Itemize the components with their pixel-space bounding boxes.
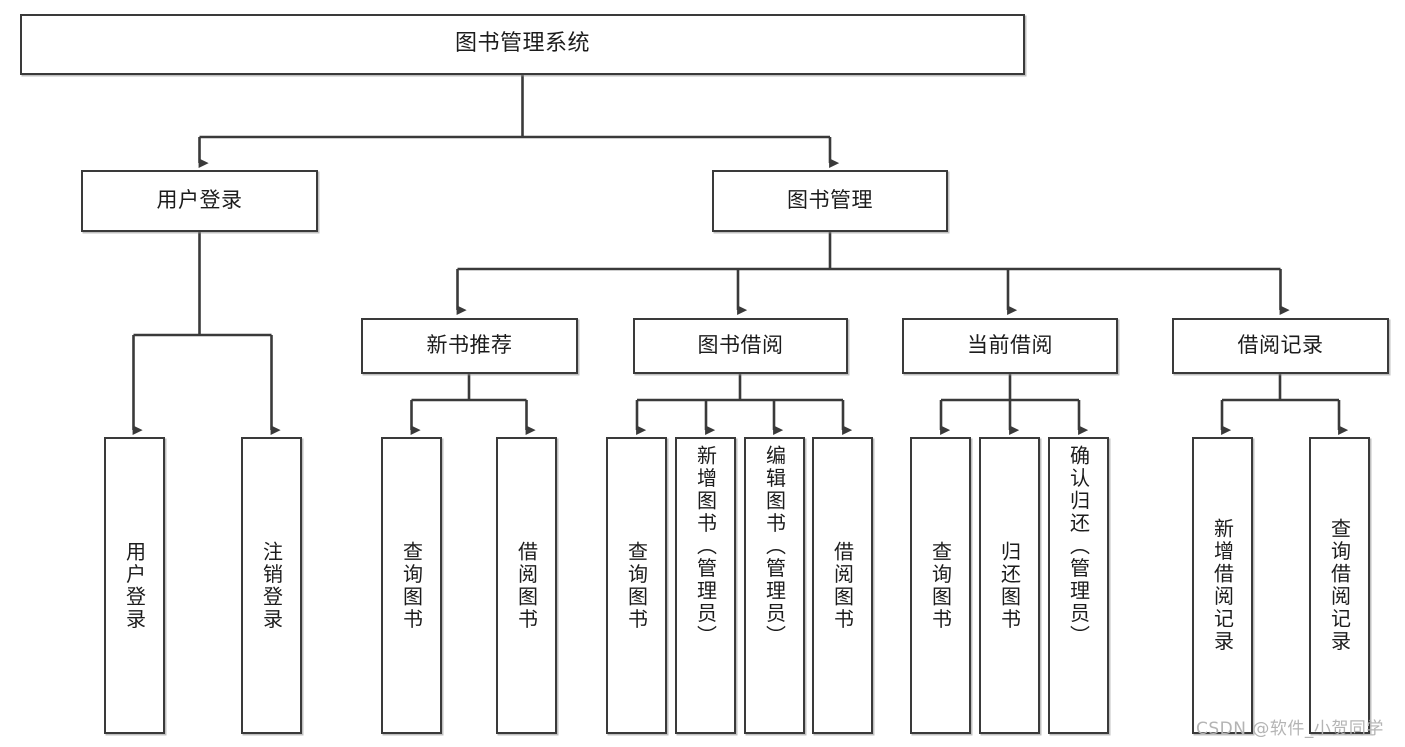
leaf-record-query-borrow-record[interactable]: 查询借阅记录 [1309, 437, 1370, 734]
csdn-watermark: CSDN @软件_小贺同学 [1196, 719, 1384, 739]
leaf-borrow-add-book-admin[interactable]: 新增图书（管理员） [675, 437, 736, 734]
node-label: 借阅图书 [514, 540, 539, 631]
node-label: 新增借阅记录 [1210, 518, 1235, 653]
leaf-record-add-borrow-record[interactable]: 新增借阅记录 [1192, 437, 1253, 734]
leaf-recommend-query-book[interactable]: 查询图书 [381, 437, 442, 734]
node-borrow-record[interactable]: 借阅记录 [1172, 318, 1389, 374]
node-label: 注销登录 [259, 540, 284, 631]
leaf-recommend-borrow-book[interactable]: 借阅图书 [496, 437, 557, 734]
leaf-borrow-query-book[interactable]: 查询图书 [606, 437, 667, 734]
leaf-current-query-book[interactable]: 查询图书 [910, 437, 971, 734]
node-label: 用户登录 [156, 188, 243, 213]
node-label: 图书管理系统 [454, 31, 590, 57]
node-label: 查询图书 [928, 540, 953, 631]
leaf-user-logout[interactable]: 注销登录 [241, 437, 302, 734]
node-label: 确认归还（管理员） [1066, 445, 1091, 648]
node-label: 当前借阅 [967, 333, 1053, 358]
node-label: 用户登录 [122, 540, 147, 631]
node-label: 图书借阅 [697, 333, 784, 358]
node-book-management[interactable]: 图书管理 [712, 170, 948, 232]
node-label: 新增图书（管理员） [693, 445, 718, 648]
node-label: 借阅图书 [830, 540, 855, 631]
leaf-borrow-lend-book[interactable]: 借阅图书 [812, 437, 873, 734]
node-label: 图书管理 [787, 188, 873, 213]
leaf-borrow-edit-book-admin[interactable]: 编辑图书（管理员） [744, 437, 805, 734]
node-label: 查询借阅记录 [1327, 518, 1352, 653]
node-label: 编辑图书（管理员） [762, 445, 787, 648]
leaf-current-return-book[interactable]: 归还图书 [979, 437, 1040, 734]
leaf-user-login[interactable]: 用户登录 [104, 437, 165, 734]
leaf-current-confirm-return-admin[interactable]: 确认归还（管理员） [1048, 437, 1109, 734]
node-label: 归还图书 [997, 540, 1022, 631]
node-book-borrow[interactable]: 图书借阅 [633, 318, 848, 374]
node-label: 查询图书 [399, 540, 424, 631]
node-label: 借阅记录 [1237, 333, 1324, 358]
node-label: 新书推荐 [426, 333, 513, 358]
node-root-system[interactable]: 图书管理系统 [20, 14, 1025, 75]
node-user-login[interactable]: 用户登录 [81, 170, 318, 232]
node-label: 查询图书 [624, 540, 649, 631]
node-current-borrow[interactable]: 当前借阅 [902, 318, 1118, 374]
node-new-book-recommend[interactable]: 新书推荐 [361, 318, 578, 374]
